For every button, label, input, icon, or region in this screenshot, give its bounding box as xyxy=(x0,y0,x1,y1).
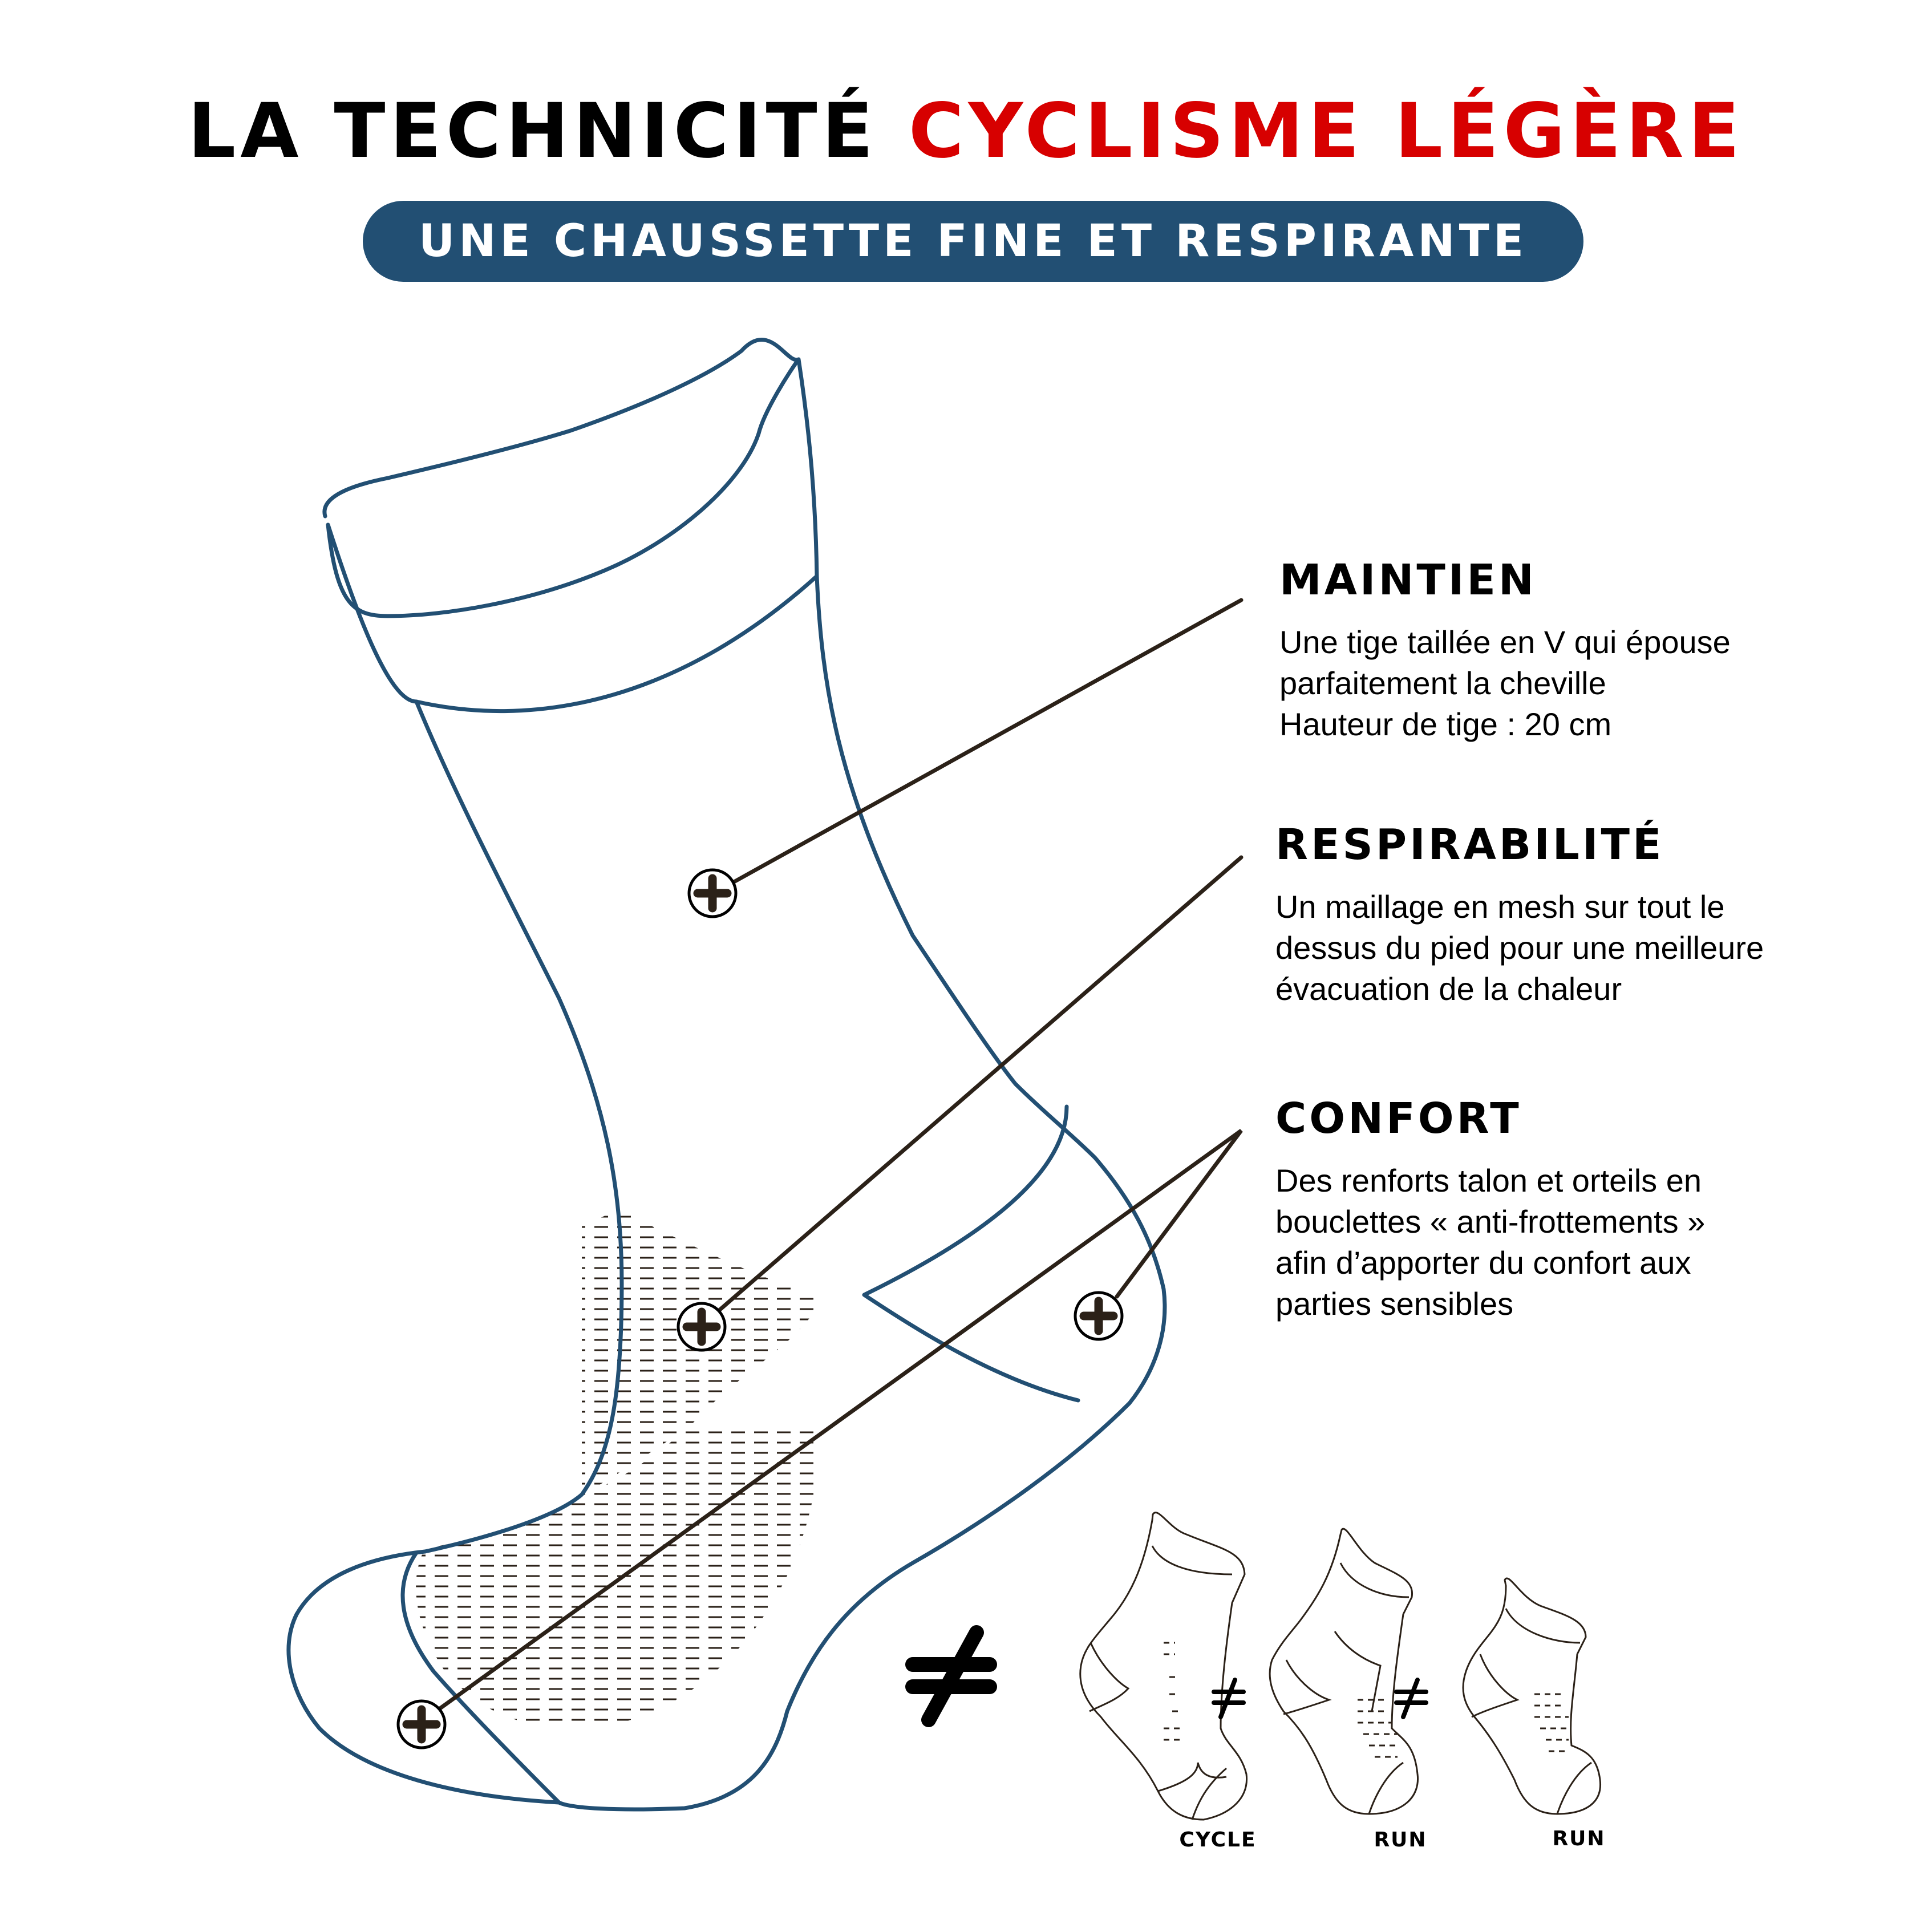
subtitle-banner: UNE CHAUSSETTE FINE ET RESPIRANTE xyxy=(363,201,1583,282)
connector-lines xyxy=(437,598,1244,1711)
plus-marker-icon[interactable] xyxy=(677,1302,727,1352)
label-cycle: CYCLE xyxy=(1179,1828,1257,1852)
feature-heading: RESPIRABILITÉ xyxy=(1275,820,1664,869)
description-line: bouclettes « anti-frottements » xyxy=(1275,1204,1706,1240)
description-line: évacuation de la chaleur xyxy=(1275,971,1622,1007)
description-line: parties sensibles xyxy=(1275,1286,1514,1322)
feature-respirabilite: RESPIRABILITÉ Un maillage en mesh sur to… xyxy=(1275,819,1764,1010)
title-part-black: LA TECHNICITÉ xyxy=(188,87,878,175)
connector-maintien xyxy=(731,598,1244,885)
description-line: dessus du pied pour une meilleure xyxy=(1275,930,1764,966)
plus-marker-icon[interactable] xyxy=(396,1699,447,1749)
mini-sock-cycle xyxy=(1079,1512,1248,1821)
plus-marker-icon[interactable] xyxy=(1074,1291,1124,1341)
description-line: Un maillage en mesh sur tout le xyxy=(1275,889,1725,925)
description-line: Hauteur de tige : 20 cm xyxy=(1279,706,1612,742)
subtitle-text: UNE CHAUSSETTE FINE ET RESPIRANTE xyxy=(418,216,1528,267)
mesh-texture xyxy=(416,1209,823,1728)
feature-description: Des renforts talon et orteils en bouclet… xyxy=(1275,1160,1705,1325)
label-run-1: RUN xyxy=(1374,1828,1427,1852)
description-line: parfaitement la cheville xyxy=(1279,665,1606,701)
feature-maintien: MAINTIEN Une tige taillée en V qui épous… xyxy=(1279,554,1731,745)
description-line: Des renforts talon et orteils en xyxy=(1275,1163,1702,1198)
not-equal-icon xyxy=(905,1625,997,1727)
feature-description: Un maillage en mesh sur tout le dessus d… xyxy=(1275,886,1764,1010)
connector-confort xyxy=(437,1129,1243,1711)
label-run-2: RUN xyxy=(1552,1827,1606,1850)
title-part-red: CYCLISME LÉGÈRE xyxy=(908,87,1744,175)
connector-respirabilite xyxy=(718,855,1244,1312)
feature-heading: MAINTIEN xyxy=(1279,556,1537,605)
page-title: LA TECHNICITÉ CYCLISME LÉGÈRE xyxy=(0,86,1932,177)
not-equal-small-icon xyxy=(1394,1678,1428,1719)
mini-sock-run-2 xyxy=(1462,1577,1602,1815)
feature-heading: CONFORT xyxy=(1275,1094,1522,1143)
description-line: Une tige taillée en V qui épouse xyxy=(1279,624,1731,660)
main-sock-outline xyxy=(286,338,1167,1812)
mini-sock-run-1 xyxy=(1269,1528,1419,1815)
plus-marker-icon[interactable] xyxy=(687,868,738,918)
feature-confort: CONFORT Des renforts talon et orteils en… xyxy=(1275,1093,1705,1325)
not-equal-small-icon xyxy=(1212,1678,1246,1719)
description-line: afin d’apporter du confort aux xyxy=(1275,1245,1691,1281)
feature-description: Une tige taillée en V qui épouse parfait… xyxy=(1279,622,1731,745)
